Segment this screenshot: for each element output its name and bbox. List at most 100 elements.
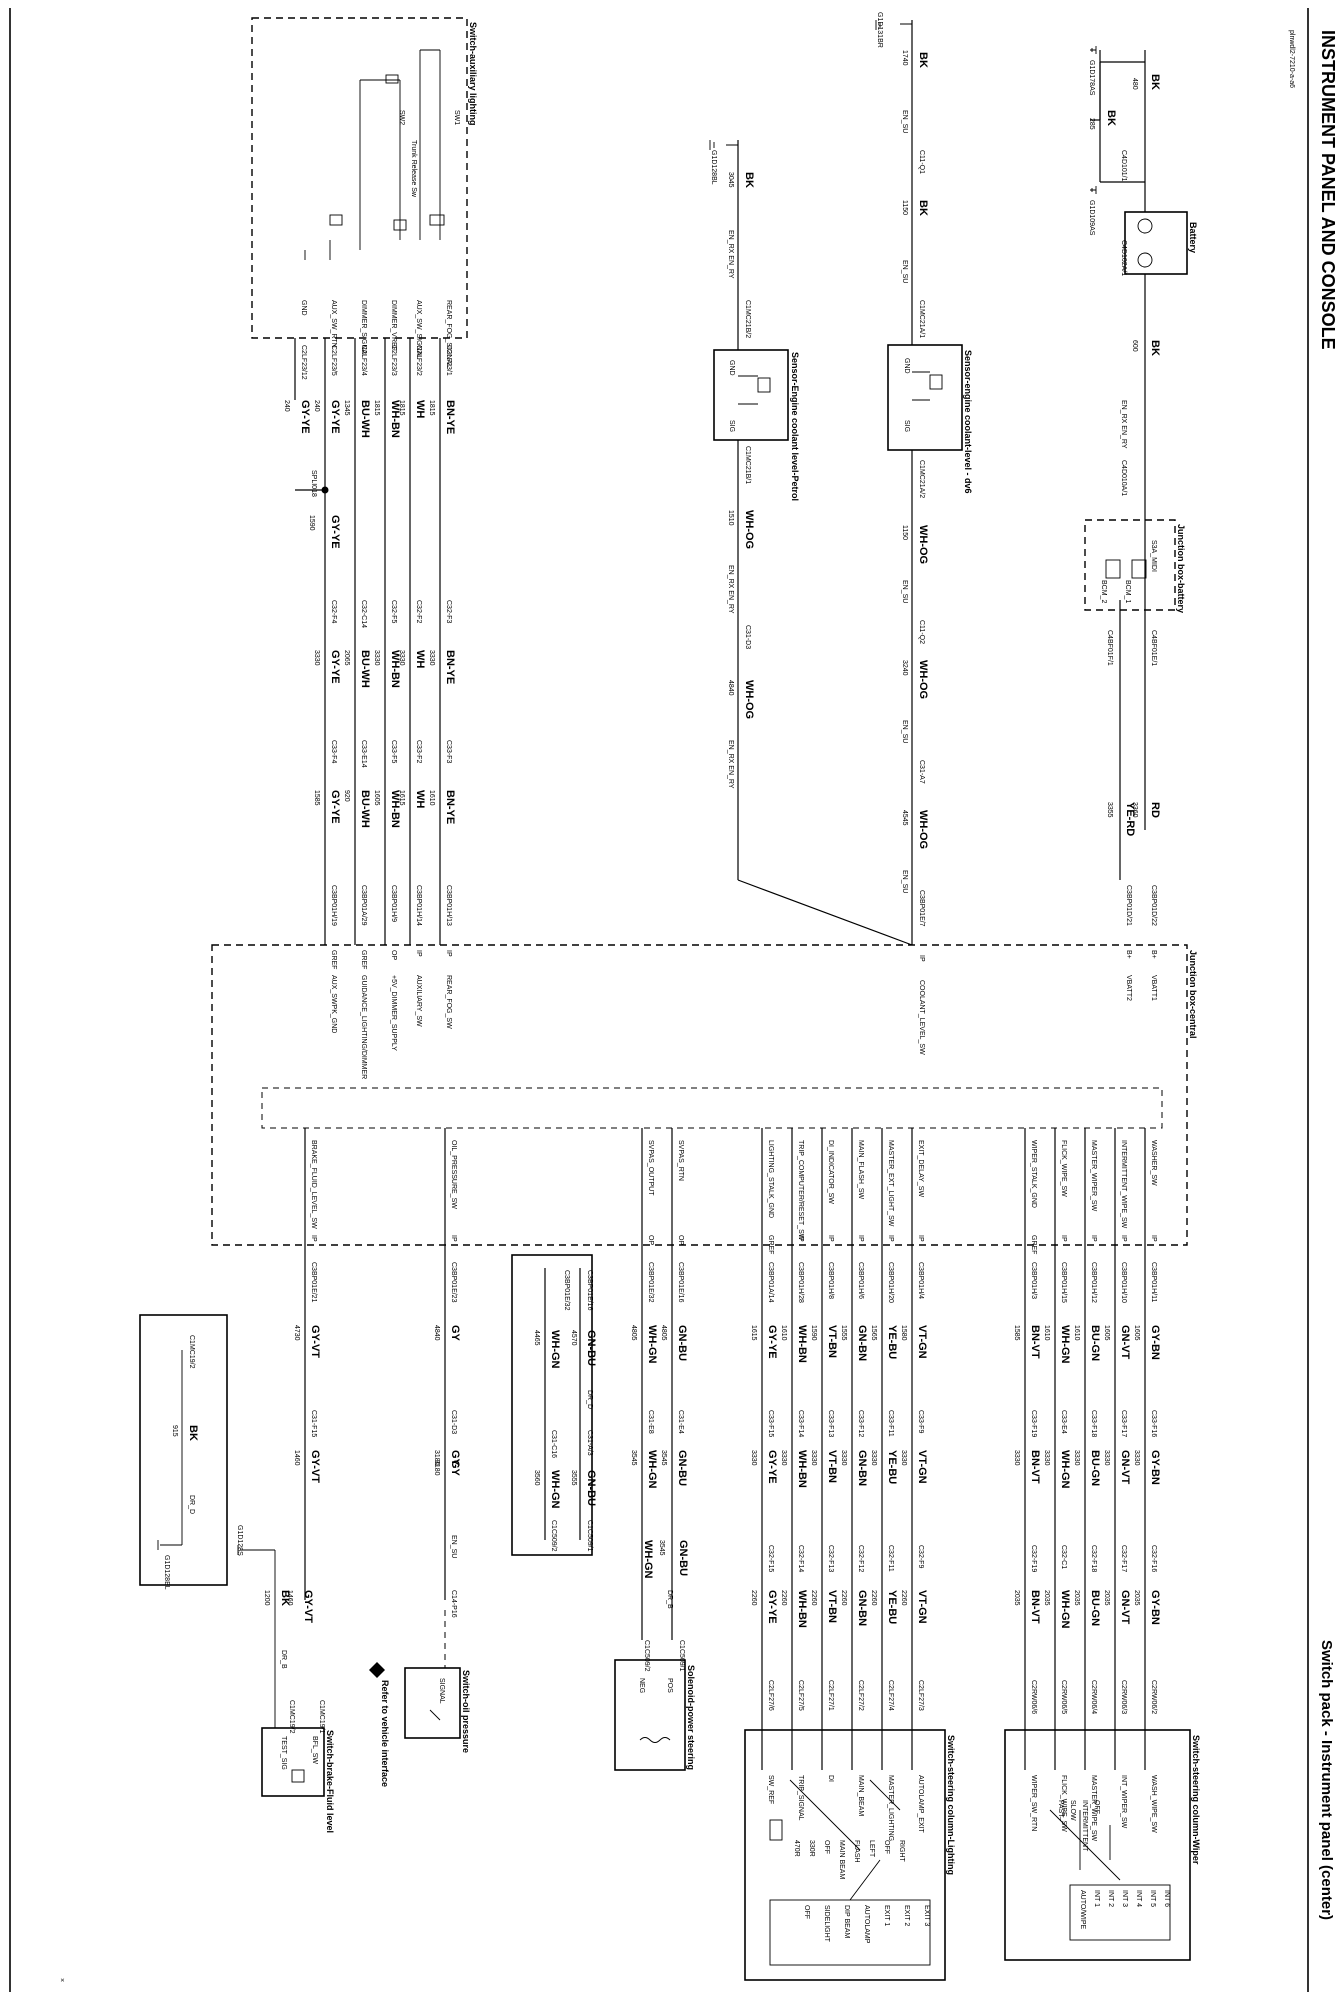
aux-conn-b-3: C32-C14 — [360, 600, 367, 628]
aux-conn-b-1: C32-F2 — [415, 600, 422, 623]
battery-plus-icon — [1137, 252, 1153, 268]
right-conn-c-2: C32-F18 — [1090, 1545, 1097, 1572]
aux-num-a-1: 1815 — [398, 400, 405, 416]
right-conn-a-0: C3BP01H/11 — [1150, 1262, 1157, 1302]
aux-conn-2: C2LF23/3 — [390, 345, 397, 376]
right-conn-b-14: C31-F15 — [310, 1410, 317, 1437]
svg-text:1510: 1510 — [727, 510, 734, 526]
aux-pin-1: AUX_SW_SIGNAL — [415, 300, 422, 359]
right-conn-a-10: C3BP01A/14 — [767, 1262, 774, 1303]
right-num-b-9: 3330 — [780, 1450, 787, 1466]
aux-color-a-0: BN-YE — [444, 400, 456, 434]
right-conn-b-4: C33-F19 — [1030, 1410, 1037, 1437]
right-conn-a-14: C3BP01E/21 — [310, 1262, 317, 1303]
right-conn-d-1: C2RW06/3 — [1120, 1680, 1127, 1714]
lighting-mode-3: AUTOLAMP — [863, 1905, 870, 1944]
right-conn-b-12: C31-E8 — [647, 1410, 654, 1434]
right-num-b-5: 3330 — [900, 1450, 907, 1466]
right-num-a-4: 1585 — [1013, 1325, 1020, 1341]
svg-text:BCM_1: BCM_1 — [1124, 580, 1131, 603]
right-pin-11: OP — [677, 1235, 684, 1245]
svg-text:600: 600 — [1131, 340, 1138, 352]
sensor-dv6-box — [887, 344, 963, 451]
aux-num-b-3: 2065 — [343, 650, 350, 666]
right-color-b-8: VT-BN — [826, 1450, 838, 1483]
aux-num-b-4: 3330 — [313, 650, 320, 666]
lighting-label-7: 470R — [793, 1840, 800, 1857]
switch-steering-column-wiper: Switch-steering column-Wiper WASH_WIPE_S… — [1004, 1729, 1201, 1961]
svg-text:C4BF01E/1: C4BF01E/1 — [1150, 630, 1157, 666]
ps-box — [614, 1659, 686, 1771]
right-color-a-7: GN-BN — [856, 1325, 868, 1361]
right-color-a-1: GN-VT — [1119, 1325, 1131, 1360]
page-title: INSTRUMENT PANEL AND CONSOLE — [1318, 30, 1338, 350]
aux-num-a-4: 240 — [313, 400, 320, 412]
aux-color-a-3: BU-WH — [359, 400, 371, 438]
right-num-a-0: 1605 — [1133, 1325, 1140, 1341]
right-wires-group: WASHER_SWIPC3BP01H/11GY-BN1605C33-F16GY-… — [293, 1128, 1161, 1770]
svg-text:C1MC19/2: C1MC19/2 — [188, 1335, 195, 1369]
svg-text:C11-Q2: C11-Q2 — [918, 620, 925, 644]
aux-conn-3: C2LF23/4 — [360, 345, 367, 376]
svg-text:WH-OG: WH-OG — [743, 510, 755, 549]
svg-text:SIGNAL: SIGNAL — [438, 1678, 445, 1704]
right-color-c-5: VT-GN — [916, 1590, 928, 1624]
right-color-b-14: GY-VT — [309, 1450, 321, 1483]
svg-text:BK: BK — [1105, 110, 1117, 126]
right-conn-c-4: C32-F19 — [1030, 1545, 1037, 1572]
lighting-label-0: RIGHT — [898, 1840, 905, 1863]
svg-text:3240: 3240 — [901, 660, 908, 676]
svg-text:915: 915 — [171, 1425, 178, 1437]
svg-text:IP: IP — [918, 955, 925, 962]
right-conn-c-0: C32-F16 — [1150, 1545, 1157, 1572]
aux-splice-col: GY-YE — [329, 515, 341, 549]
right-num-a-9: 1610 — [780, 1325, 787, 1341]
svg-text:G1D128S: G1D128S — [236, 1525, 243, 1556]
lighting-label-3: FLASH — [853, 1840, 860, 1863]
right-color-b-9: WH-BN — [796, 1450, 808, 1488]
lighting-pin-0: AUTOLAMP_EXIT — [917, 1775, 924, 1834]
aux-num-c-4: 1585 — [313, 790, 320, 806]
svg-text:3355: 3355 — [1106, 802, 1113, 818]
right-conn-b-1: C33-F17 — [1120, 1410, 1127, 1437]
right-num-b-13: 3180 — [433, 1450, 440, 1466]
svg-text:GN-BU: GN-BU — [585, 1330, 597, 1366]
aux-wires: REAR_FOG_SIGNALC2LF23/1BN-YE1815C32-F3BN… — [283, 300, 456, 1079]
right-color-a-11: GN-BU — [676, 1325, 688, 1361]
right-pin-7: IP — [857, 1235, 864, 1242]
right-color-a-12: WH-GN — [646, 1325, 658, 1364]
right-color-b-12: WH-GN — [646, 1450, 658, 1489]
wiper-pin-0: WASH_WIPE_SW — [1150, 1775, 1157, 1833]
svg-text:C31-A/3: C31-A/3 — [586, 1430, 593, 1456]
svg-text:NEG: NEG — [638, 1678, 645, 1693]
right-conn-d-8: C2LF27/1 — [827, 1680, 834, 1711]
right-color-a-3: WH-GN — [1059, 1325, 1071, 1364]
svg-text:GND: GND — [728, 360, 735, 376]
lighting-label-2: LEFT — [868, 1840, 875, 1858]
aux-jbc-func-0: REAR_FOG_SW — [445, 975, 452, 1029]
svg-text:BK: BK — [1149, 74, 1161, 90]
svg-text:EN_SU: EN_SU — [450, 1535, 457, 1558]
right-conn-a-13: C3BP01E/23 — [450, 1262, 457, 1303]
ground-icon — [1090, 186, 1097, 194]
right-func-14: BRAKE_FLUID_LEVEL_SW — [310, 1140, 317, 1229]
right-color-b-7: GN-BN — [856, 1450, 868, 1486]
svg-text:C3BP01D/22: C3BP01D/22 — [1150, 885, 1157, 926]
svg-text:EN_RX EN_RY: EN_RX EN_RY — [727, 230, 734, 279]
aux-pin-0: REAR_FOG_SIGNAL — [445, 300, 452, 368]
aux-switch-box — [251, 17, 468, 339]
right-num-a-14: 4730 — [293, 1325, 300, 1341]
aux-color-b-0: BN-YE — [444, 650, 456, 684]
aux-conn-0: C2LF23/1 — [445, 345, 452, 376]
svg-text:C31-A7: C31-A7 — [918, 760, 925, 784]
right-num-c-7: 2260 — [840, 1590, 847, 1606]
right-pin-13: IP — [450, 1235, 457, 1242]
right-pin-9: IP — [797, 1235, 804, 1242]
svg-text:G1D128BL: G1D128BL — [163, 1555, 170, 1590]
svg-text:3360: 3360 — [1131, 802, 1138, 818]
right-color-b-1: GN-VT — [1119, 1450, 1131, 1485]
svg-text:3560: 3560 — [533, 1470, 540, 1486]
dr-block-box — [511, 1254, 593, 1556]
legend: Refer to vehicle interface — [369, 1662, 390, 1787]
svg-text:C1MC21B/2: C1MC21B/2 — [744, 300, 751, 338]
